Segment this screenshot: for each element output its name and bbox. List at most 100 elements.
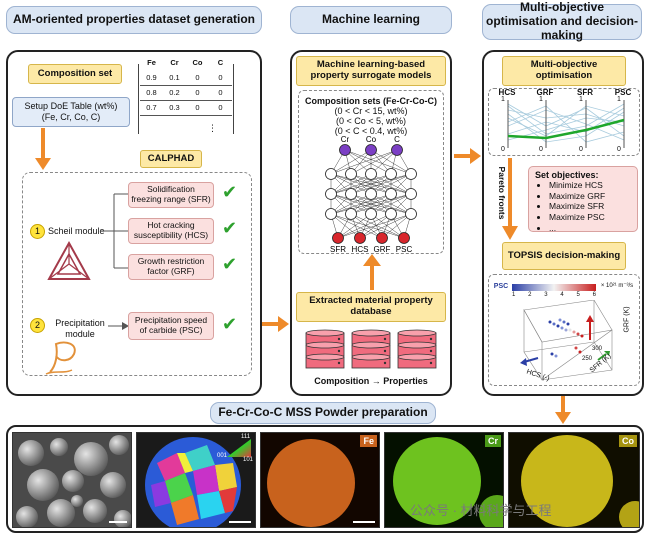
eds-map-cr: Cr — [384, 432, 504, 528]
nn-output-label: PSC — [396, 245, 413, 252]
ml-to-moo-arrow — [454, 148, 481, 164]
nn-hidden-node — [385, 208, 397, 220]
table-cell: 0 — [186, 85, 209, 101]
check-psc-icon: ✔ — [222, 314, 238, 334]
nn-input-label: C — [394, 136, 400, 144]
database-cylinder-segment — [305, 341, 345, 357]
nn-hidden-node — [405, 168, 417, 180]
nn-edge — [330, 173, 372, 195]
moo-to-powder-arrow — [555, 396, 571, 424]
table-cell: 0.3 — [163, 100, 186, 116]
ebsd-map-image: 111 001 101 — [136, 432, 256, 528]
database-cylinder-segment — [351, 341, 391, 357]
pc-max-hcs: 1 — [501, 96, 505, 103]
database-cylinder-segment — [305, 353, 345, 369]
property-sfr: Solidification freezing range (SFR) — [128, 182, 214, 208]
nn-input-label: Cr — [341, 136, 350, 144]
dataset-to-ml-arrow — [262, 316, 289, 332]
nn-hidden-node — [345, 208, 357, 220]
colorbar-tick: 2 — [528, 292, 532, 298]
sfr-tick-300: 300 — [592, 346, 603, 352]
pc-min-grf: 0 — [539, 146, 543, 153]
nn-edge — [350, 213, 405, 239]
pc-axis-psc: PSC — [614, 88, 632, 97]
database-cylinders-icon — [305, 329, 437, 369]
range-co: (0 < Co < 5, wt%) — [335, 116, 407, 126]
table-header-cell: C — [217, 58, 224, 67]
nn-input-node — [365, 144, 377, 156]
nn-output-node — [332, 232, 344, 244]
table-cell: 0 — [209, 70, 232, 86]
eds-label-fe: Fe — [360, 435, 377, 447]
table-cell: 0.1 — [163, 70, 186, 86]
pc-axis-sfr: SFR — [577, 88, 593, 97]
topsis-3d-scatter — [520, 300, 613, 382]
calphad-region — [22, 172, 252, 376]
nn-edge — [337, 213, 372, 239]
objectives-box: Set objectives: Minimize HCSMaximize GRF… — [528, 166, 638, 233]
objective-item: Maximize SFR — [549, 201, 631, 212]
pc-max-psc: 1 — [617, 96, 621, 103]
nn-output-label: HCS — [352, 245, 369, 252]
table-bracket — [138, 64, 234, 134]
nn-edge — [359, 213, 412, 239]
range-c: (0 < C < 0.4, wt%) — [334, 126, 408, 136]
sfr-tick-250: 250 — [582, 356, 593, 362]
pareto-down-arrow — [502, 158, 518, 240]
nn-hidden-node — [385, 188, 397, 200]
ternary-diagram-icon — [47, 240, 91, 280]
nn-edge — [337, 213, 412, 239]
nn-hidden-node — [345, 188, 357, 200]
precipitation-arrow — [108, 322, 129, 330]
nn-edge — [350, 149, 398, 175]
eds-map-fe: Fe — [260, 432, 380, 528]
colorbar-tick: 3 — [544, 292, 548, 298]
table-header-cell: Fe — [147, 58, 156, 67]
objective-item: Maximize GRF — [549, 191, 631, 202]
table-cell: 0 — [209, 100, 232, 116]
ml-network-region — [298, 90, 444, 254]
pc-axis-grf: GRF — [536, 88, 554, 97]
sem-powder-image — [12, 432, 132, 528]
header-dataset-generation: AM-oriented properties dataset generatio… — [6, 6, 262, 34]
precipitation-label: Precipitation module — [55, 318, 105, 339]
ipf-tick-101: 101 — [243, 457, 254, 463]
pc-max-grf: 1 — [539, 96, 543, 103]
nn-edge — [370, 193, 412, 215]
sem-scale-bar — [109, 521, 127, 523]
property-psc: Precipitation speed of carbide (PSC) — [128, 312, 214, 340]
nn-edge — [330, 193, 412, 215]
psc-colorbar — [512, 284, 596, 291]
property-hcs: Hot cracking susceptibility (HCS) — [128, 218, 214, 244]
nn-edge — [350, 173, 412, 195]
topsis-box: TOPSIS decision-making — [502, 242, 626, 270]
table-cell: 0 — [209, 85, 232, 101]
table-header-cell: Cr — [170, 58, 179, 67]
composition-sets-title: Composition sets (Fe-Cr-Co-C) — [305, 96, 437, 106]
psc-colorbar-label: PSC — [493, 283, 509, 290]
nn-edge — [370, 149, 412, 175]
table-cell: 0.9 — [140, 70, 163, 86]
doe-title: Setup DoE Table (wt%) — [24, 100, 118, 111]
objective-item: Maximize PSC — [549, 212, 631, 223]
db-to-model-arrow — [363, 254, 381, 290]
parallel-coordinates-region — [488, 88, 640, 156]
table-cell: 0 — [186, 70, 209, 86]
table-header-cell: Co — [192, 58, 203, 67]
topsis-plot-region — [488, 274, 640, 386]
ipf-tick-001: 001 — [217, 453, 228, 459]
nn-edge — [350, 193, 412, 215]
colorbar-tick: 5 — [576, 292, 580, 298]
powder-panel — [6, 425, 644, 533]
parallel-coordinates-lines — [507, 100, 625, 148]
eds-map-co: Co — [508, 432, 640, 528]
surrogate-model-box: Machine learning-based property surrogat… — [296, 56, 446, 86]
nn-edge — [344, 149, 412, 175]
doe-to-calphad-arrow — [35, 128, 51, 170]
colorbar-tick: 1 — [512, 292, 516, 298]
check-sfr-icon: ✔ — [222, 182, 238, 202]
nn-input-node — [339, 144, 351, 156]
nn-hidden-node — [365, 168, 377, 180]
